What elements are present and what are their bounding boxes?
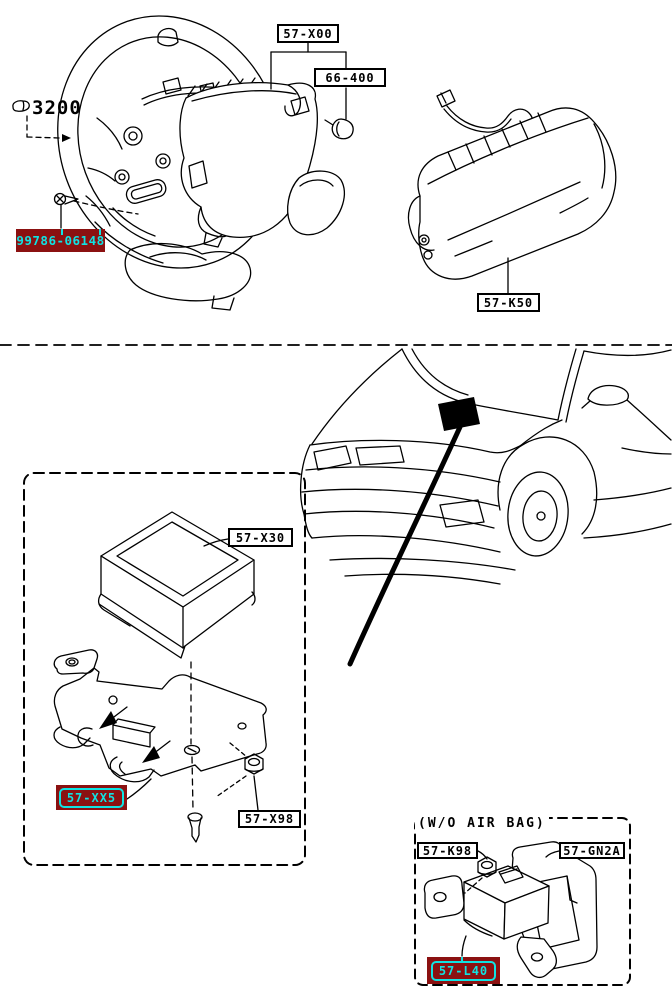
part-label-57-xx5[interactable]: 57-XX5 xyxy=(56,785,127,810)
wo-airbag-assembly-art xyxy=(423,841,598,979)
insertion-arrow-icon xyxy=(99,706,128,729)
part-label-57-x30[interactable]: 57-X30 xyxy=(228,528,293,547)
diagnostic-unit-art xyxy=(97,511,256,811)
car-art xyxy=(300,348,672,667)
mounting-screw-icon xyxy=(187,812,203,843)
part-label-57-k98[interactable]: 57-K98 xyxy=(417,842,478,859)
leader-tick xyxy=(461,957,463,963)
leader-tick xyxy=(99,229,101,235)
steering-screw-icon xyxy=(53,192,139,229)
assembly-ref-leader xyxy=(12,100,71,142)
part-label-57-l40[interactable]: 57-L40 xyxy=(427,957,500,984)
part-label-66-400[interactable]: 66-400 xyxy=(314,68,386,87)
diagnostic-bracket-art xyxy=(53,649,267,843)
hood-location-marker xyxy=(438,397,480,431)
horn-contact-icon xyxy=(324,118,354,140)
driver-airbag-leader xyxy=(270,42,354,140)
part-label-57-k50[interactable]: 57-K50 xyxy=(477,293,540,312)
part-label-57-x00[interactable]: 57-X00 xyxy=(277,24,339,43)
part-number-99786-06148[interactable]: 99786-06148 xyxy=(16,229,105,252)
wo-airbag-unit-art xyxy=(423,865,558,979)
nut-icon xyxy=(477,856,497,878)
part-label-57-gn2a[interactable]: 57-GN2A xyxy=(559,842,625,859)
location-pointer-line xyxy=(347,424,463,667)
part-number-text: 99786-06148 xyxy=(16,233,105,248)
part-label-text: 57-L40 xyxy=(430,960,497,981)
clip-icon xyxy=(12,100,30,112)
assembly-ref-3200[interactable]: 3200 xyxy=(32,97,82,119)
passenger-airbag-art xyxy=(407,89,617,294)
part-label-text: 57-XX5 xyxy=(58,787,125,808)
steering-wheel-art xyxy=(57,15,345,311)
leader-tick xyxy=(61,229,63,235)
part-label-57-x98[interactable]: 57-X98 xyxy=(238,810,301,828)
nut-icon xyxy=(244,753,264,775)
wo-airbag-header: (W/O AIR BAG) xyxy=(415,815,549,833)
insertion-arrow-icon xyxy=(142,740,171,763)
diagnostic-group-box xyxy=(23,472,306,866)
